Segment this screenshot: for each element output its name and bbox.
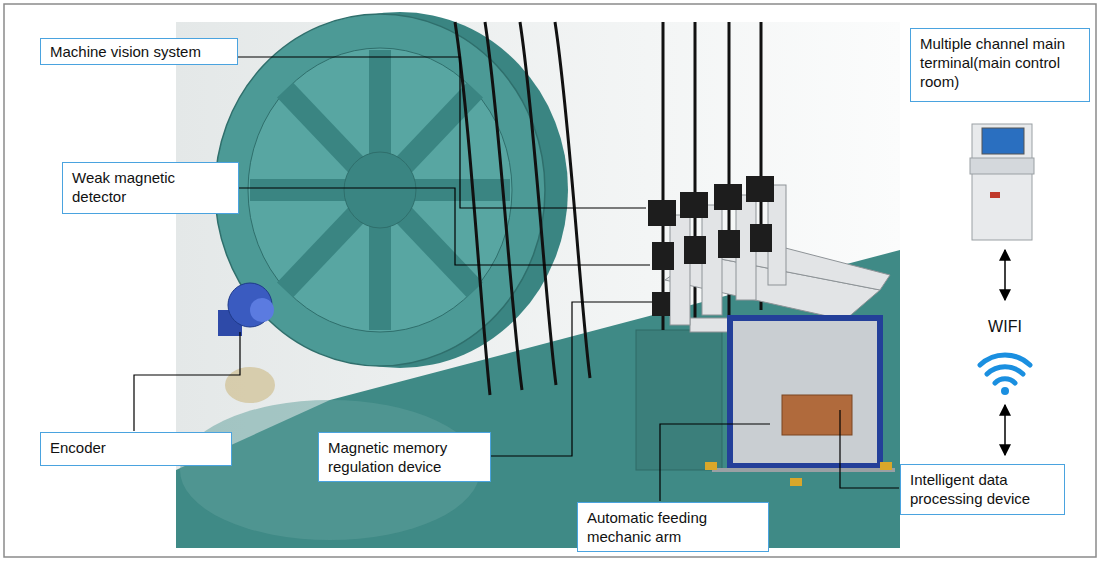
wifi-label: WIFI xyxy=(985,318,1025,336)
callout-text: Machine vision system xyxy=(50,42,228,61)
callout-text: Intelligent data processing device xyxy=(910,470,1055,508)
callout-text: Multiple channel main terminal(main cont… xyxy=(920,34,1080,91)
callout-box: Magnetic memory regulation device xyxy=(318,432,491,482)
callout-box: Intelligent data processing device xyxy=(900,464,1065,515)
callout-text: Encoder xyxy=(50,438,222,457)
callout-box: Automatic feeding mechanic arm xyxy=(577,502,769,552)
callout-box: Multiple channel main terminal(main cont… xyxy=(910,28,1090,102)
callout-box: Encoder xyxy=(40,432,232,466)
callout-text: Automatic feeding mechanic arm xyxy=(587,508,759,546)
callout-box: Machine vision system xyxy=(40,38,238,65)
callout-box: Weak magnetic detector xyxy=(62,162,239,214)
callout-text: Magnetic memory regulation device xyxy=(328,438,481,476)
callout-text: Weak magnetic detector xyxy=(72,168,229,206)
